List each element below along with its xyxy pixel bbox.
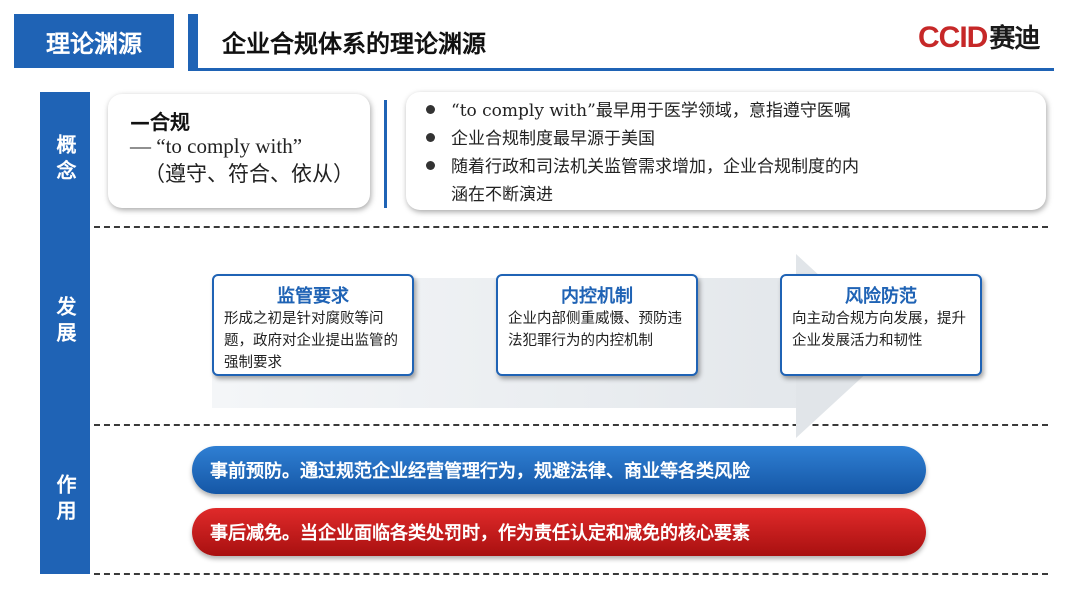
section-tab: 理论渊源 bbox=[14, 14, 174, 68]
stage-title: 监管要求 bbox=[277, 286, 349, 307]
header-rule bbox=[188, 68, 1054, 71]
row-label-development-text: 发展 bbox=[53, 296, 77, 348]
concept-bullet-2: 企业合规制度最早源于美国 bbox=[426, 126, 655, 152]
row-label-column bbox=[40, 92, 90, 574]
stage-description: 企业内部侧重威慑、预防违法犯罪行为的内控机制 bbox=[508, 311, 682, 349]
section-label: 理论渊源 bbox=[46, 29, 142, 58]
concept-bullet-3: 随着行政和司法机关监管需求增加，企业合规制度的内 bbox=[426, 154, 859, 180]
logo-latin: CCID bbox=[918, 21, 988, 54]
row-label-effect: 作用 bbox=[40, 474, 90, 526]
stage-card-internal-control: 内控机制 企业内部侧重威慑、预防违法犯罪行为的内控机制 bbox=[496, 274, 698, 376]
concept-divider bbox=[384, 100, 387, 208]
concept-english: — “to comply with” bbox=[130, 134, 303, 158]
ccid-logo: CCID赛迪 bbox=[918, 18, 1040, 55]
stage-title: 风险防范 bbox=[845, 286, 917, 307]
effect-mitigation-pill: 事后减免。当企业面临各类处罚时，作为责任认定和减免的核心要素 bbox=[192, 508, 926, 556]
stage-card-regulatory: 监管要求 形成之初是针对腐败等问题，政府对企业提出监管的强制要求 bbox=[212, 274, 414, 376]
effect-prevention-text: 事前预防。通过规范企业经营管理行为，规避法律、商业等各类风险 bbox=[210, 461, 750, 482]
concept-bullet-1: “to comply with”最早用于医学领域，意指遵守医嘱 bbox=[426, 98, 851, 124]
bullet-dot-icon bbox=[426, 105, 435, 114]
separator-effect bbox=[94, 573, 1048, 575]
concept-bullet-3-text: 随着行政和司法机关监管需求增加，企业合规制度的内 bbox=[451, 157, 859, 177]
page-title: 企业合规体系的理论渊源 bbox=[222, 30, 486, 58]
effect-mitigation-text: 事后减免。当企业面临各类处罚时，作为责任认定和减免的核心要素 bbox=[210, 523, 750, 544]
stage-card-risk-prevention: 风险防范 向主动合规方向发展，提升企业发展活力和韧性 bbox=[780, 274, 982, 376]
stage-description: 向主动合规方向发展，提升企业发展活力和韧性 bbox=[792, 311, 966, 349]
concept-bullet-1-text: “to comply with”最早用于医学领域，意指遵守医嘱 bbox=[451, 101, 851, 121]
effect-prevention-pill: 事前预防。通过规范企业经营管理行为，规避法律、商业等各类风险 bbox=[192, 446, 926, 494]
row-label-effect-text: 作用 bbox=[53, 474, 77, 526]
stage-title: 内控机制 bbox=[561, 286, 633, 307]
concept-term-card: —合规 — “to comply with” （遵守、符合、依从） bbox=[108, 94, 370, 208]
logo-cn: 赛迪 bbox=[989, 23, 1040, 53]
bullet-dot-icon bbox=[426, 133, 435, 142]
concept-meaning: （遵守、符合、依从） bbox=[144, 162, 354, 186]
row-label-concept-text: 概念 bbox=[53, 134, 77, 186]
row-label-development: 发展 bbox=[40, 296, 90, 348]
concept-bullet-3-continuation: 涵在不断演进 bbox=[426, 182, 553, 208]
header-separator bbox=[188, 14, 198, 68]
concept-term: —合规 bbox=[130, 110, 190, 134]
bullet-dot-icon bbox=[426, 161, 435, 170]
concept-bullet-2-text: 企业合规制度最早源于美国 bbox=[451, 129, 655, 149]
concept-bullets-card: “to comply with”最早用于医学领域，意指遵守医嘱 企业合规制度最早… bbox=[406, 92, 1046, 210]
row-label-concept: 概念 bbox=[40, 134, 90, 186]
separator-concept bbox=[94, 226, 1048, 228]
stage-description: 形成之初是针对腐败等问题，政府对企业提出监管的强制要求 bbox=[224, 311, 398, 371]
concept-bullet-3-cont-text: 涵在不断演进 bbox=[451, 185, 553, 205]
separator-development bbox=[94, 424, 1048, 426]
